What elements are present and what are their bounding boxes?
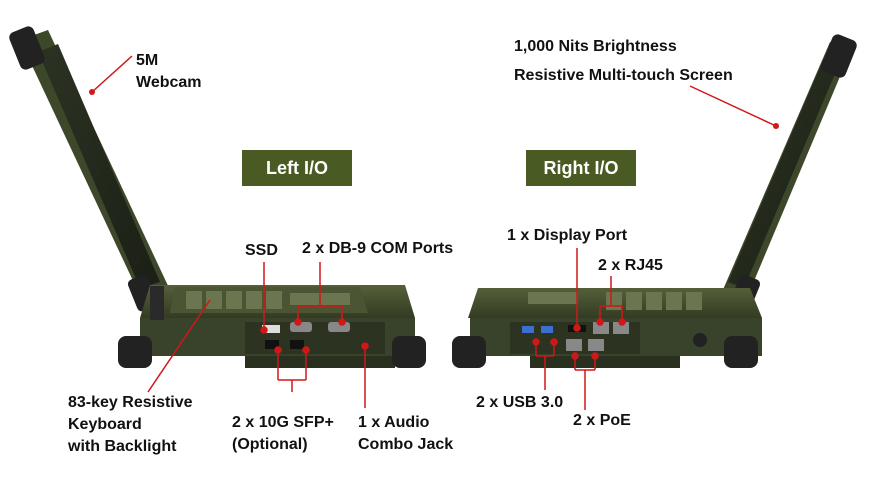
screen-label-line2: Resistive Multi-touch Screen: [514, 67, 733, 84]
keyboard-label-line1: 83-key Resistive: [68, 394, 193, 411]
screen-label: 1,000 Nits Brightness Resistive Multi-to…: [514, 32, 733, 90]
poe-label: 2 x PoE: [573, 412, 631, 429]
rj45-label: 2 x RJ45: [598, 257, 663, 274]
keyboard-label: 83-key Resistive Keyboard with Backlight: [68, 392, 193, 458]
right-laptop: [452, 34, 857, 368]
audio-label: 1 x Audio Combo Jack: [358, 412, 453, 456]
audio-label-line2: Combo Jack: [358, 436, 454, 453]
right-io-badge: Right I/O: [526, 150, 636, 186]
audio-label-line1: 1 x Audio: [358, 414, 430, 431]
usb-label: 2 x USB 3.0: [476, 394, 564, 411]
left-io-badge: Left I/O: [242, 150, 352, 186]
left-laptop: [9, 26, 426, 368]
com-ports-label: 2 x DB-9 COM Ports: [302, 240, 454, 257]
webcam-label: 5M Webcam: [136, 50, 202, 94]
webcam-label-line1: 5M: [136, 52, 159, 69]
ssd-label: SSD: [245, 242, 278, 259]
sfp-label: 2 x 10G SFP+ (Optional): [232, 412, 334, 456]
display-port-label: 1 x Display Port: [507, 227, 628, 244]
sfp-label-line2: (Optional): [232, 436, 308, 453]
webcam-label-line2: Webcam: [136, 74, 202, 91]
screen-label-line1: 1,000 Nits Brightness: [514, 38, 677, 55]
keyboard-label-line3: with Backlight: [68, 438, 177, 455]
sfp-label-line1: 2 x 10G SFP+: [232, 414, 334, 431]
callout-lines: [91, 55, 777, 410]
keyboard-label-line2: Keyboard: [68, 416, 142, 433]
